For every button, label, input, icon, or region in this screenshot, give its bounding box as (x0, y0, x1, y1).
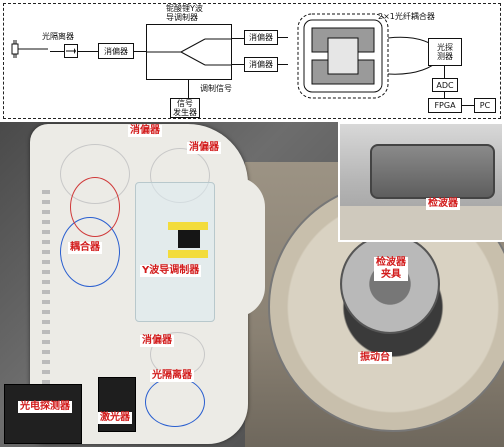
isolator-box (64, 44, 78, 58)
label-coupler: 耦合器 (68, 242, 102, 254)
signal-line (444, 66, 445, 78)
sensor-coil-icon (297, 13, 443, 99)
mod-signal-label: 调制信号 (200, 84, 232, 93)
signal-gen-line2: 发生器 (173, 108, 197, 117)
fiber-line (232, 64, 244, 65)
yellow-tape (168, 222, 208, 230)
coupler-label: 2×1光纤耦合器 (378, 12, 435, 21)
inset-base (340, 206, 502, 240)
label-laser: 激光器 (98, 412, 132, 424)
signal-gen-line1: 信号 (177, 99, 193, 108)
fiber-loop (145, 377, 205, 427)
photodetector-line1: 光探 (437, 43, 453, 52)
schematic-diagram: 光隔离器 消偏器 铌酸锂Y波 导调制器 调制信号 信号 发生器 消偏器 消偏器 (0, 0, 504, 122)
depolarizer-top-box: 消偏器 (244, 30, 278, 45)
label-geophone-fixture: 检波器 夹具 (374, 257, 408, 281)
signal-line (462, 105, 474, 106)
depolarizer-box: 消偏器 (98, 43, 134, 59)
arrow-right-icon (66, 48, 76, 54)
fiber-line (134, 51, 146, 52)
isolator-label: 光隔离器 (42, 32, 74, 41)
geophone-body (370, 144, 495, 199)
y-modulator-box (146, 24, 232, 80)
laser-source-icon (11, 40, 48, 58)
fiber-line (50, 51, 64, 52)
pc-box: PC (474, 98, 496, 113)
photodetector-device (4, 384, 82, 444)
yellow-tape (168, 250, 208, 258)
fiber-line (78, 51, 98, 52)
label-depolarizer-1: 消偏器 (128, 125, 162, 137)
signal-generator-box: 信号 发生器 (170, 98, 200, 118)
label-y-modulator: Y波导调制器 (140, 265, 202, 277)
fiber-line (278, 64, 288, 65)
label-photodetector: 光电探测器 (18, 401, 72, 413)
photodetector-box: 光探 测器 (428, 38, 462, 66)
optical-board-extension (205, 177, 265, 317)
modulator-title-1: 铌酸锂Y波 (166, 4, 203, 13)
label-geophone-fixture-line2: 夹具 (381, 269, 401, 280)
fiber-line (232, 38, 244, 39)
label-isolator: 光隔离器 (150, 370, 194, 382)
fpga-box: FPGA (428, 98, 462, 113)
signal-line (444, 92, 445, 98)
depolarizer-bottom-box: 消偏器 (244, 57, 278, 72)
label-geophone: 检波器 (426, 198, 460, 210)
signal-line (188, 80, 189, 98)
fiber-loop (70, 177, 120, 237)
fiber-line (278, 37, 288, 38)
experiment-photo: 消偏器 消偏器 耦合器 Y波导调制器 消偏器 光隔离器 光电探测器 激光器 检波… (0, 122, 504, 447)
y-branch-icon (147, 38, 231, 66)
dashed-frame (3, 3, 501, 119)
label-shaker: 振动台 (358, 352, 392, 364)
geophone-fixture (340, 234, 440, 334)
label-depolarizer-3: 消偏器 (140, 335, 174, 347)
label-depolarizer-2: 消偏器 (187, 142, 221, 154)
label-geophone-fixture-line1: 检波器 (376, 257, 406, 268)
photodetector-line2: 测器 (437, 52, 453, 61)
modulator-title-2: 导调制器 (166, 13, 198, 22)
mounting-holes (42, 190, 50, 420)
geophone-inset-photo (338, 122, 504, 242)
adc-box: ADC (432, 78, 458, 92)
y-waveguide-chip (178, 230, 200, 248)
